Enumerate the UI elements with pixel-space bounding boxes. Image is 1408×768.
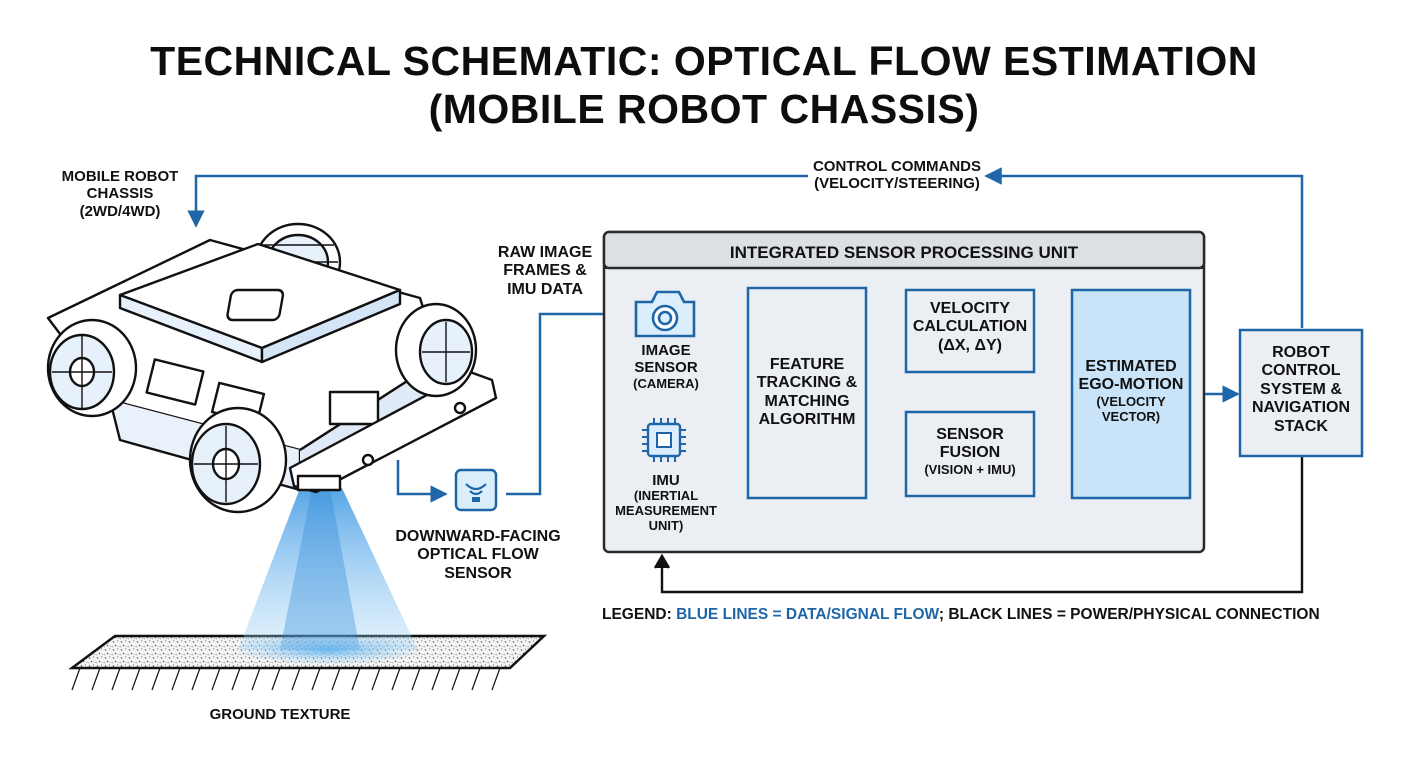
legend-blue-text: BLUE LINES = DATA/SIGNAL FLOW xyxy=(676,606,939,623)
legend-prefix: LEGEND: xyxy=(602,606,677,623)
sensor-fusion-box xyxy=(904,410,1036,498)
camera-icon xyxy=(634,290,696,338)
wheel-front-left xyxy=(46,318,138,418)
feature-tracking-box xyxy=(746,286,868,500)
wheel-front-right xyxy=(188,406,288,514)
control-commands-label: CONTROL COMMANDS(VELOCITY/STEERING) xyxy=(812,158,982,193)
ego-motion-box xyxy=(1070,288,1192,500)
robot-chassis-illustration xyxy=(46,222,498,514)
robot-control-box xyxy=(1238,328,1364,458)
legend-black-text: ; BLACK LINES = POWER/PHYSICAL CONNECTIO… xyxy=(938,606,1320,623)
velocity-calculation-box xyxy=(904,288,1036,374)
ground-texture-label: GROUND TEXTURE xyxy=(209,706,351,723)
chip-icon xyxy=(642,418,686,462)
processing-unit-title: INTEGRATED SENSOR PROCESSING UNIT xyxy=(729,243,1079,262)
wave-sensor-icon xyxy=(454,468,498,512)
optical-sensor-beam xyxy=(236,488,420,664)
feedback-line xyxy=(653,456,1304,594)
page-title: TECHNICAL SCHEMATIC: OPTICAL FLOW ESTIMA… xyxy=(150,38,1258,84)
legend: LEGEND: BLUE LINES = DATA/SIGNAL FLOW; B… xyxy=(602,606,1382,624)
wheel-rear-side xyxy=(394,302,478,398)
page-subtitle: (MOBILE ROBOT CHASSIS) xyxy=(428,86,980,132)
